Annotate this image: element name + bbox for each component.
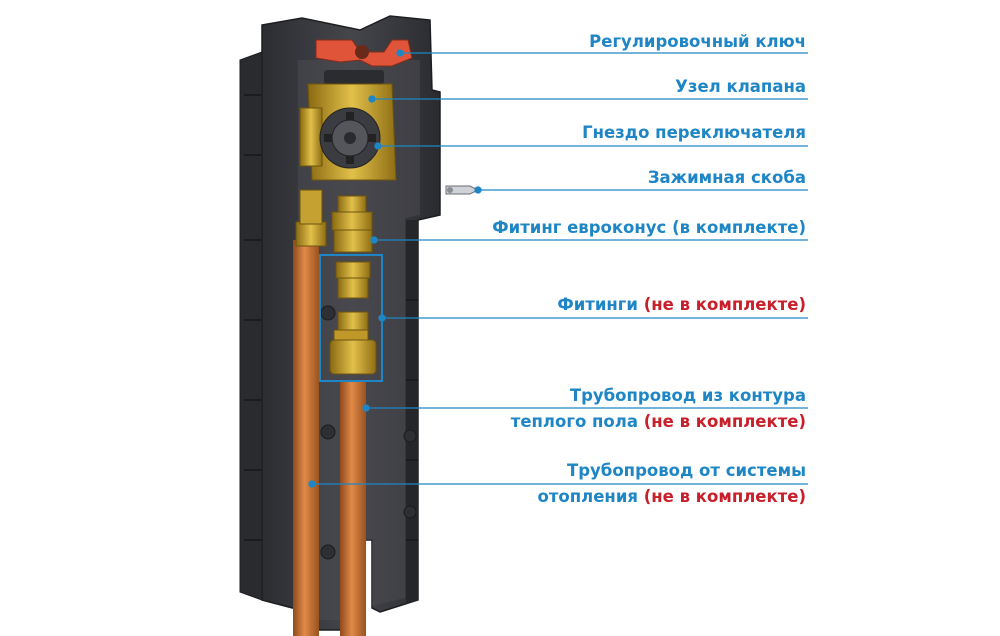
leader-valve [368, 95, 808, 103]
leader-key [396, 49, 808, 57]
label-pipe-floor-line2: теплого пола [510, 412, 638, 431]
leader-pipe-floor [362, 404, 808, 412]
label-fittings-text: Фитинги [557, 295, 638, 314]
label-eurocone-fitting-text: Фитинг евроконус (в комплекте) [492, 218, 806, 237]
label-switch-socket-text: Гнездо переключателя [582, 123, 806, 142]
label-pipe-heating-line2-wrap: отопления (не в комплекте) [538, 487, 806, 507]
label-pipe-heating-line1: Трубопровод от системы [566, 461, 806, 480]
leader-pipe-heating [308, 480, 808, 488]
label-pipe-floor-line2-wrap: теплого пола (не в комплекте) [511, 412, 806, 432]
label-pipe-floor-note: (не в комплекте) [643, 412, 806, 431]
label-adjusting-key: Регулировочный ключ [589, 32, 806, 52]
label-eurocone-fitting: Фитинг евроконус (в комплекте) [492, 218, 806, 238]
leader-fittings [378, 314, 808, 322]
leader-lines [308, 49, 808, 488]
eurocone-fitting [331, 195, 373, 253]
label-pipe-floor: Трубопровод из контура теплого пола (не … [511, 386, 806, 432]
fittings-not-included [319, 254, 383, 382]
label-switch-socket: Гнездо переключателя [582, 123, 806, 143]
label-valve-assembly-text: Узел клапана [675, 77, 806, 96]
leader-eurocone [370, 236, 808, 244]
label-pipe-floor-line1: Трубопровод из контура [569, 386, 806, 405]
label-fittings: Фитинги (не в комплекте) [557, 295, 806, 315]
copper-pipes [293, 240, 366, 636]
clamp [445, 185, 480, 195]
label-clamp-text: Зажимная скоба [647, 168, 806, 187]
label-adjusting-key-text: Регулировочный ключ [589, 32, 806, 51]
label-pipe-heating: Трубопровод от системы отопления (не в к… [538, 461, 806, 507]
adjusting-key [315, 39, 413, 67]
label-valve-assembly: Узел клапана [675, 77, 806, 97]
label-fittings-note: (не в комплекте) [643, 295, 806, 314]
label-pipe-heating-line2: отопления [537, 487, 638, 506]
leader-clamp [474, 186, 808, 194]
switch-socket [319, 107, 381, 169]
label-clamp: Зажимная скоба [648, 168, 806, 188]
leader-switch [374, 142, 808, 150]
label-pipe-heating-note: (не в комплекте) [643, 487, 806, 506]
